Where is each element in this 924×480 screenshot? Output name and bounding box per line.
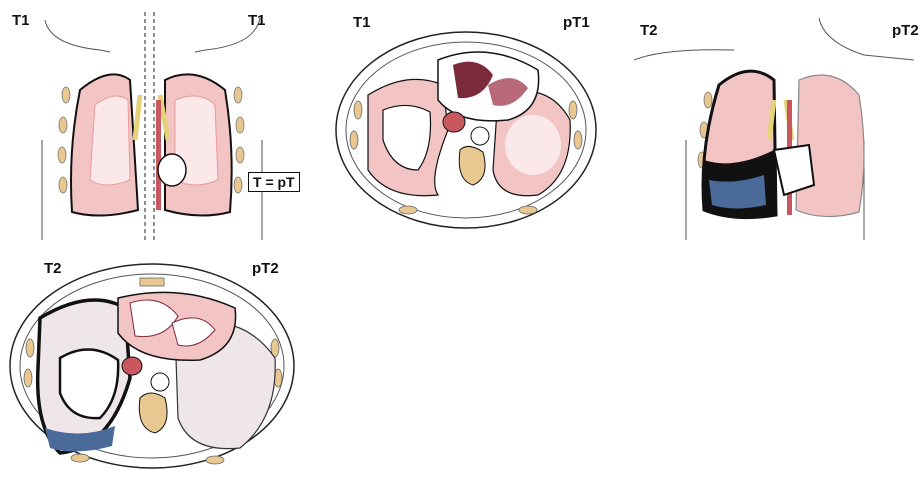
panel-frontal-t2: T2 pT2	[624, 0, 924, 245]
axial-section-t2-illustration	[0, 248, 308, 480]
panel1-right-label: T1	[248, 12, 266, 29]
panel4-left-label: T2	[44, 260, 62, 277]
panel2-right-label: pT1	[563, 14, 590, 31]
panel4-right-label: pT2	[252, 260, 279, 277]
axial-section-t1-illustration	[308, 0, 620, 245]
panel3-left-label: T2	[640, 22, 658, 39]
frontal-chest-t1-illustration	[0, 0, 308, 245]
panel1-left-label: T1	[12, 12, 30, 29]
frontal-chest-t2-illustration	[624, 0, 924, 245]
panel-axial-t2: T2 pT2	[0, 248, 308, 480]
t-equals-pt-box: T = pT	[248, 172, 300, 192]
panel2-left-label: T1	[353, 14, 371, 31]
panel-axial-t1: T1 pT1	[308, 0, 620, 245]
panel-frontal-t1: T1 T1 T = pT	[0, 0, 308, 245]
panel3-right-label: pT2	[892, 22, 919, 39]
